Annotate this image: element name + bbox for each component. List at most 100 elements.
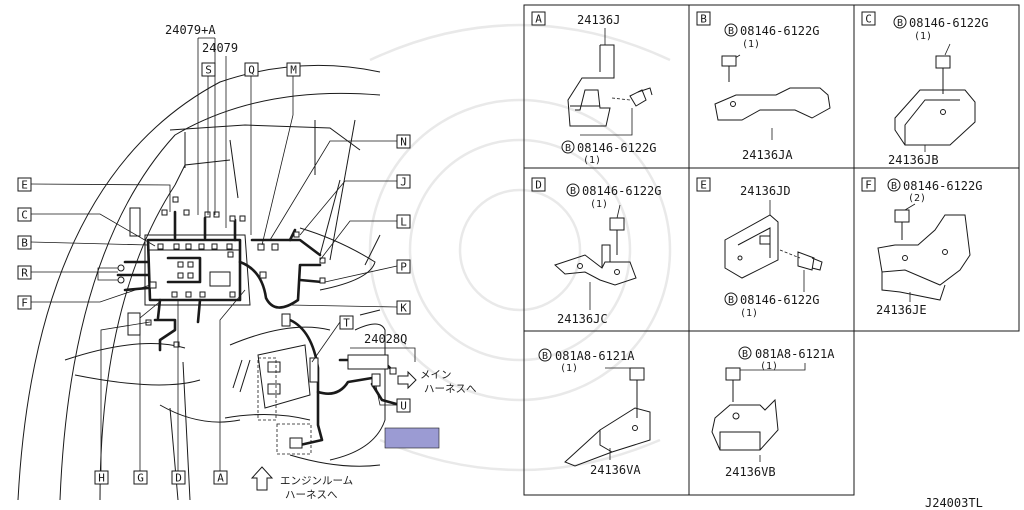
part-24028q-leader bbox=[350, 347, 416, 362]
panel-b-letter: B bbox=[700, 13, 707, 26]
svg-text:Q: Q bbox=[248, 64, 255, 77]
callout-R: R bbox=[17, 265, 32, 280]
panel-c-part: 24136JB bbox=[888, 153, 939, 167]
main-harness-label-1: メイン bbox=[420, 369, 452, 381]
svg-text:B: B bbox=[21, 237, 28, 250]
panel-e-bolt: 08146-6122G bbox=[740, 293, 819, 307]
panel-va-part: 24136VA bbox=[590, 463, 641, 477]
panel-d-bolt: 08146-6122G bbox=[582, 184, 661, 198]
callout-N: N bbox=[396, 134, 411, 149]
panel-e: E 24136JD B 08146-6122G (1) bbox=[696, 177, 823, 319]
svg-text:P: P bbox=[400, 261, 407, 274]
panel-vb: B 081A8-6121A (1) 24136VB bbox=[711, 346, 835, 479]
callout-H: H bbox=[94, 470, 109, 485]
callout-L: L bbox=[396, 214, 411, 229]
watermark bbox=[368, 23, 672, 472]
callout-E: E bbox=[17, 177, 32, 192]
callout-M: M bbox=[286, 62, 301, 77]
panel-e-part: 24136JD bbox=[740, 184, 791, 198]
panel-a-qty: (1) bbox=[583, 155, 601, 166]
callout-C: C bbox=[17, 207, 32, 222]
callout-J: J bbox=[396, 174, 411, 189]
part-number-24079a: 24079+A bbox=[165, 23, 216, 37]
highlight-box bbox=[384, 427, 440, 449]
panel-e-bolt-symbol: B bbox=[728, 295, 734, 306]
panel-c: C B 08146-6122G (1) 24136JB bbox=[861, 11, 988, 167]
panel-b-part: 24136JA bbox=[742, 148, 793, 162]
panel-d-bolt-symbol: B bbox=[570, 186, 576, 197]
detail-grid bbox=[523, 4, 1020, 496]
panel-b-bolt: 08146-6122G bbox=[740, 24, 819, 38]
main-harness-label-2: ハーネスへ bbox=[424, 383, 477, 395]
panel-a: A 24136J B 08146-6122G (1) bbox=[531, 11, 656, 166]
panel-vb-bolt-symbol: B bbox=[742, 349, 748, 360]
svg-text:J: J bbox=[400, 176, 407, 189]
panel-e-qty: (1) bbox=[740, 308, 758, 319]
main-harness-arrow bbox=[397, 370, 417, 390]
svg-text:N: N bbox=[400, 136, 407, 149]
engine-room-label-1: エンジンルーム bbox=[280, 475, 353, 487]
panel-a-bolt-symbol: B bbox=[565, 143, 571, 154]
panel-f-bolt: 08146-6122G bbox=[903, 179, 982, 193]
svg-text:T: T bbox=[343, 317, 350, 330]
panel-va-bolt-symbol: B bbox=[542, 351, 548, 362]
panel-vb-qty: (1) bbox=[760, 361, 778, 372]
panel-b: B B 08146-6122G (1) 24136JA bbox=[696, 11, 831, 162]
panel-a-bolt: 08146-6122G bbox=[577, 141, 656, 155]
panel-c-bolt-symbol: B bbox=[897, 18, 903, 29]
engine-room-label-2: ハーネスへ bbox=[285, 489, 338, 501]
svg-text:L: L bbox=[400, 216, 407, 229]
panel-c-letter: C bbox=[865, 13, 872, 26]
panel-vb-part: 24136VB bbox=[725, 465, 776, 479]
panel-a-letter: A bbox=[535, 13, 542, 26]
callout-B: B bbox=[17, 235, 32, 250]
svg-text:C: C bbox=[21, 209, 28, 222]
panel-f-part: 24136JE bbox=[876, 303, 927, 317]
wire-harness bbox=[116, 210, 402, 447]
callout-U: U bbox=[396, 398, 411, 413]
harness-connectors bbox=[117, 196, 405, 449]
callout-G: G bbox=[133, 470, 148, 485]
svg-text:D: D bbox=[175, 472, 182, 485]
panel-va: B 081A8-6121A (1) 24136VA bbox=[538, 348, 651, 477]
svg-text:G: G bbox=[137, 472, 144, 485]
callout-F: F bbox=[17, 295, 32, 310]
callout-K: K bbox=[396, 300, 411, 315]
callout-T: T bbox=[339, 315, 354, 330]
svg-text:E: E bbox=[21, 179, 28, 192]
callout-Q: Q bbox=[244, 62, 259, 77]
panel-f: F B 08146-6122G (2) 24136JE bbox=[861, 177, 982, 317]
svg-text:M: M bbox=[290, 64, 297, 77]
panel-f-bolt-symbol: B bbox=[891, 181, 897, 192]
panel-f-letter: F bbox=[865, 179, 872, 192]
panel-b-bolt-symbol: B bbox=[728, 26, 734, 37]
part-number-24079: 24079 bbox=[202, 41, 238, 55]
svg-text:R: R bbox=[21, 267, 28, 280]
callout-leaders bbox=[30, 76, 398, 471]
callout-D: D bbox=[171, 470, 186, 485]
panel-d-qty: (1) bbox=[590, 199, 608, 210]
svg-text:S: S bbox=[205, 64, 212, 77]
panel-va-bolt: 081A8-6121A bbox=[555, 349, 635, 363]
panel-c-qty: (1) bbox=[914, 31, 932, 42]
figure-id: J24003TL bbox=[925, 496, 983, 510]
panel-d: D B 08146-6122G (1) 24136JC bbox=[531, 177, 661, 326]
instrument-module bbox=[127, 207, 311, 409]
panel-c-bolt: 08146-6122G bbox=[909, 16, 988, 30]
svg-text:F: F bbox=[21, 297, 28, 310]
panel-d-part: 24136JC bbox=[557, 312, 608, 326]
engine-room-arrow bbox=[250, 466, 274, 491]
panel-f-qty: (2) bbox=[908, 193, 926, 204]
vehicle-body-outline bbox=[17, 64, 386, 501]
part-number-24028q: 24028Q bbox=[364, 332, 407, 346]
svg-text:U: U bbox=[400, 400, 407, 413]
callout-S: S bbox=[201, 62, 216, 77]
callout-A: A bbox=[213, 470, 228, 485]
callout-P: P bbox=[396, 259, 411, 274]
panel-a-part: 24136J bbox=[577, 13, 620, 27]
panel-e-letter: E bbox=[700, 179, 707, 192]
svg-text:A: A bbox=[217, 472, 224, 485]
svg-text:H: H bbox=[98, 472, 105, 485]
